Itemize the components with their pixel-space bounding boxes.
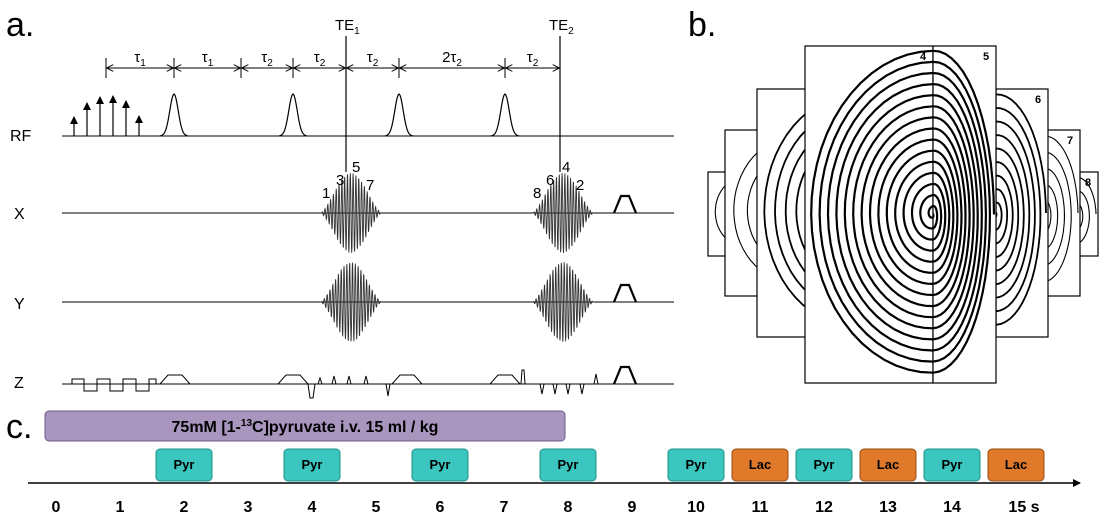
echo-label: 5 [352,159,360,176]
time-tick-label: 6 [436,499,445,516]
time-tick-label: 5 [372,499,381,516]
acquisition-block-label: Pyr [942,457,963,472]
time-tick-label: 10 [687,499,705,516]
readout-waveform [320,173,382,253]
channel-label-y: Y [14,296,25,313]
acquisition-block-label: Pyr [686,457,707,472]
acquisition-block-label: Lac [877,457,899,472]
time-tick-label: 0 [52,499,61,516]
echo-label: 3 [336,172,344,189]
acquisition-block: Pyr [411,448,469,482]
acquisition-block-label: Pyr [302,457,323,472]
time-tick-label: 2 [180,499,189,516]
interval-label: τ1 [202,49,214,69]
acquisition-block: Pyr [795,448,853,482]
interval-label: τ2 [367,49,379,69]
time-tick-label: 4 [308,499,317,516]
echo-label: 4 [562,159,570,176]
acquisition-block: Pyr [923,448,981,482]
rf-refocusing-pulse [384,93,414,137]
spiral-trajectory-tiles: 18273645 [707,45,1099,384]
acquisition-block-label: Pyr [558,457,579,472]
channel-label-z: Z [14,375,24,392]
echo-label: 8 [533,185,541,202]
te1-label: TE1 [335,17,360,37]
panel-c-label: c. [6,408,32,446]
acquisition-block-label: Pyr [430,457,451,472]
acquisition-block: Lac [987,448,1045,482]
tile-number: 8 [1085,177,1091,189]
channel-label-x: X [14,206,25,223]
echo-label: 1 [322,185,330,202]
echo-label: 6 [546,172,554,189]
interval-label: τ2 [527,49,539,69]
echo-label: 2 [576,177,584,194]
rf-refocusing-pulse [490,93,520,137]
time-tick-label: 7 [500,499,509,516]
time-tick-label: 9 [628,499,637,516]
tile-number: 5 [983,51,989,63]
acquisition-block-label: Pyr [174,457,195,472]
tile-number: 4 [920,51,927,63]
tile-number: 7 [1067,135,1073,147]
time-tick-label: 12 [815,499,833,516]
acquisition-block-label: Lac [749,457,771,472]
time-tick-label: 13 [879,499,897,516]
interval-label: τ1 [134,49,146,69]
acquisition-block: Lac [859,448,917,482]
time-tick-label: 15 s [1008,499,1039,516]
acquisition-block: Pyr [283,448,341,482]
tile-number: 6 [1035,94,1041,106]
rf-refocusing-pulses [159,93,520,137]
acquisition-block: Pyr [155,448,213,482]
infusion-label: 75mM [1-13C]pyruvate i.v. 15 ml / kg [172,418,439,436]
acquisition-block: Pyr [667,448,725,482]
time-tick-label: 14 [943,499,961,516]
time-tick-label: 3 [244,499,253,516]
channel-label-rf: RF [10,128,32,145]
panel-b-label: b. [688,6,716,44]
time-tick-label: 1 [116,499,125,516]
time-tick-label: 8 [564,499,573,516]
infusion-banner [44,410,566,442]
acquisition-block-label: Lac [1005,457,1027,472]
spoiler-gradients [612,194,638,385]
acquisition-blocks: Pyr Pyr Pyr Pyr Pyr Lac Pyr Lac Pyr Lac [155,448,1045,482]
spiral-tile: 6 [995,88,1049,338]
z-gradient-waveform [71,369,599,399]
panel-a-label: a. [6,6,34,44]
te2-label: TE2 [549,17,574,37]
interval-label: τ2 [314,49,326,69]
acquisition-block: Pyr [539,448,597,482]
rf-refocusing-pulse [159,93,189,137]
timing-intervals: τ1 τ1 τ2 τ2 τ2 2τ2 τ2 [105,49,561,78]
interval-label: τ2 [261,49,273,69]
readout-waveform [320,262,382,342]
time-tick-label: 11 [752,499,769,516]
readout-gradients [320,173,594,342]
echo-labels-te2: 8 6 4 2 [533,159,584,202]
readout-waveform [532,173,594,254]
rf-refocusing-pulse [278,93,308,137]
readout-waveform [532,262,594,342]
echo-labels-te1: 1 3 5 7 [322,159,374,202]
acquisition-block-label: Pyr [814,457,835,472]
spiral-tile: 4 [804,45,934,384]
spiral-tile: 5 [932,45,997,384]
echo-label: 7 [366,177,374,194]
acquisition-block: Lac [731,448,789,482]
spiral-tile: 7 [1043,129,1081,297]
interval-label: 2τ2 [442,49,462,69]
rf-excitation-pulses [70,95,143,136]
